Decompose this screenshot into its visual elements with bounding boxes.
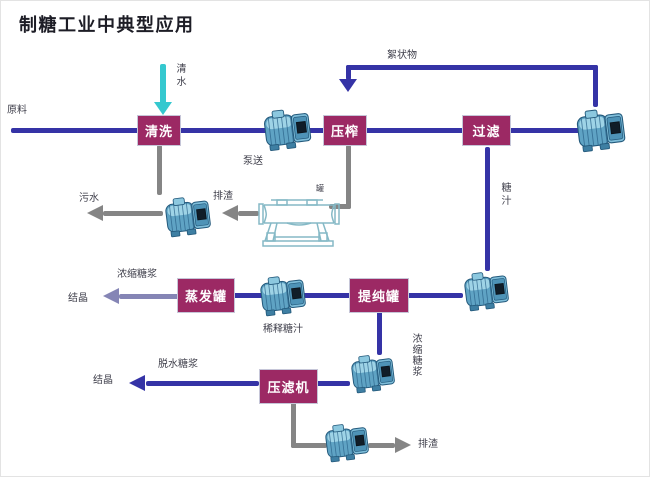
sugar-juice-line <box>485 147 490 271</box>
label-slag-top: 排渣 <box>213 191 233 202</box>
node-evaporator-label: 蒸发罐 <box>184 290 227 305</box>
pump-icon-flocculent <box>573 105 629 154</box>
concentrated-syrup-arrowhead-icon <box>103 288 119 304</box>
label-raw-material: 原料 <box>7 105 27 116</box>
clean-water-arrowhead-icon <box>154 102 172 115</box>
label-sugar-juice: 糖汁 <box>499 182 510 208</box>
filter-press-waste-elbow <box>291 443 327 448</box>
concentrated-syrup-line <box>119 294 179 299</box>
pump-icon-concentrated-syrup <box>347 351 399 395</box>
label-vessel-tag: 罐 <box>316 184 324 193</box>
label-clean-water: 清水 <box>174 63 185 89</box>
bottom-right-line <box>316 381 350 386</box>
flocculent-line-up <box>593 65 598 107</box>
node-filter: 过滤 <box>462 115 511 146</box>
mid-flow-line <box>233 293 463 298</box>
label-concentrated-syrup-left: 浓缩糖浆 <box>117 269 157 280</box>
slag-top-line <box>238 211 259 216</box>
label-crystal-mid: 结晶 <box>68 293 88 304</box>
node-filter-label: 过滤 <box>472 125 501 140</box>
node-evaporator: 蒸发罐 <box>177 278 235 313</box>
node-purifier: 提纯罐 <box>349 278 409 313</box>
clean-water-line <box>160 64 166 104</box>
flocculent-line-top <box>346 65 598 70</box>
label-concentrated-syrup-right: 浓缩糖浆 <box>410 333 421 377</box>
node-filter-press: 压滤机 <box>259 369 318 404</box>
pump-icon-diluted-juice <box>257 272 309 318</box>
pump-icon-slag <box>322 420 372 464</box>
label-diluted-juice: 稀释糖汁 <box>263 324 303 335</box>
filter-press-waste-line <box>291 402 296 448</box>
syrup-down-line <box>377 311 382 355</box>
node-wash-label: 清洗 <box>144 125 173 140</box>
press-waste-elbow <box>329 204 351 209</box>
vessel-icon <box>257 195 343 249</box>
flocculent-line-down <box>346 65 351 80</box>
flocculent-arrowhead-icon <box>339 79 357 92</box>
pump-icon-sugar-juice <box>460 268 513 313</box>
label-slag-bottom: 排渣 <box>418 439 438 450</box>
label-dewatered-syrup: 脱水糖浆 <box>158 359 198 370</box>
node-press: 压榨 <box>323 115 367 146</box>
node-wash: 清洗 <box>137 115 181 146</box>
label-pumping: 泵送 <box>243 156 263 167</box>
label-flocculent: 絮状物 <box>387 50 417 61</box>
pump-icon-sewage <box>162 193 214 239</box>
pump-icon-conveying <box>261 105 314 153</box>
node-filter-press-label: 压滤机 <box>267 381 310 396</box>
node-purifier-label: 提纯罐 <box>357 290 400 305</box>
dewatered-syrup-line <box>146 381 259 386</box>
slag-bottom-arrowhead-icon <box>395 437 411 453</box>
press-waste-line <box>346 145 351 209</box>
slag-top-arrowhead-icon <box>222 205 238 221</box>
slag-bottom-line <box>368 443 395 448</box>
sewage-arrowhead-icon <box>87 205 103 221</box>
label-sewage: 污水 <box>79 193 99 204</box>
label-crystal-bottom: 结晶 <box>93 375 113 386</box>
sewage-line <box>103 211 163 216</box>
dewatered-syrup-arrowhead-icon <box>129 375 145 391</box>
wash-waste-line <box>157 145 162 195</box>
node-press-label: 压榨 <box>330 125 359 140</box>
page-title: 制糖工业中典型应用 <box>19 15 195 36</box>
